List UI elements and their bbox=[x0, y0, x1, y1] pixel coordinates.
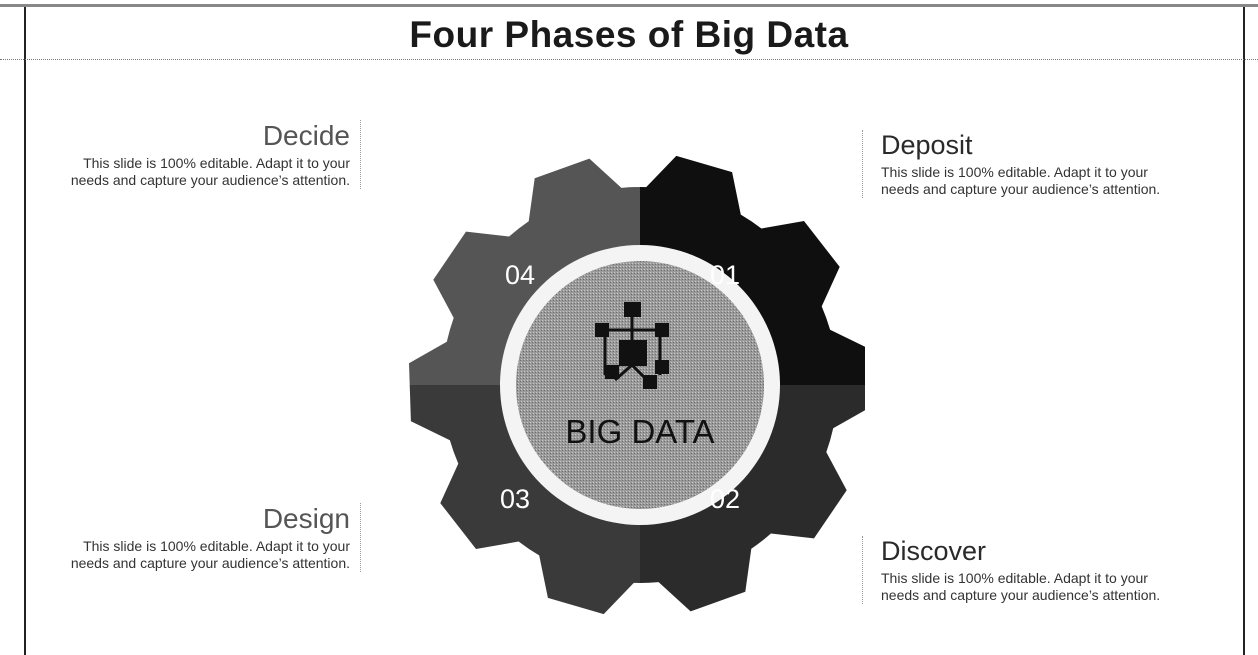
phase-number-01: 01 bbox=[710, 260, 740, 290]
phase-block-design: Design This slide is 100% editable. Adap… bbox=[70, 503, 361, 572]
center-disc bbox=[516, 261, 764, 509]
phase-heading: Design bbox=[262, 503, 350, 534]
network-diagram-icon bbox=[595, 302, 669, 389]
gear-diagram: BIG DATA 01 02 03 04 bbox=[409, 155, 865, 615]
phase-block-decide: Decide This slide is 100% editable. Adap… bbox=[70, 120, 361, 189]
phase-block-deposit: Deposit This slide is 100% editable. Ada… bbox=[862, 130, 1181, 198]
top-border bbox=[0, 4, 1258, 7]
phase-description: This slide is 100% editable. Adapt it to… bbox=[70, 538, 350, 571]
phase-number-04: 04 bbox=[505, 260, 535, 290]
slide-title: Four Phases of Big Data bbox=[409, 14, 849, 55]
title-divider bbox=[0, 59, 1258, 60]
phase-number-02: 02 bbox=[710, 484, 740, 514]
phase-block-discover: Discover This slide is 100% editable. Ad… bbox=[862, 536, 1181, 604]
phase-heading: Deposit bbox=[881, 130, 973, 160]
phase-heading: Discover bbox=[881, 536, 987, 566]
phase-number-03: 03 bbox=[500, 484, 530, 514]
center-label: BIG DATA bbox=[565, 413, 714, 450]
phase-heading: Decide bbox=[262, 120, 350, 151]
phase-description: This slide is 100% editable. Adapt it to… bbox=[881, 164, 1161, 197]
left-border bbox=[24, 7, 26, 655]
phase-description: This slide is 100% editable. Adapt it to… bbox=[881, 570, 1161, 603]
right-border bbox=[1243, 7, 1245, 655]
phase-description: This slide is 100% editable. Adapt it to… bbox=[70, 155, 350, 188]
